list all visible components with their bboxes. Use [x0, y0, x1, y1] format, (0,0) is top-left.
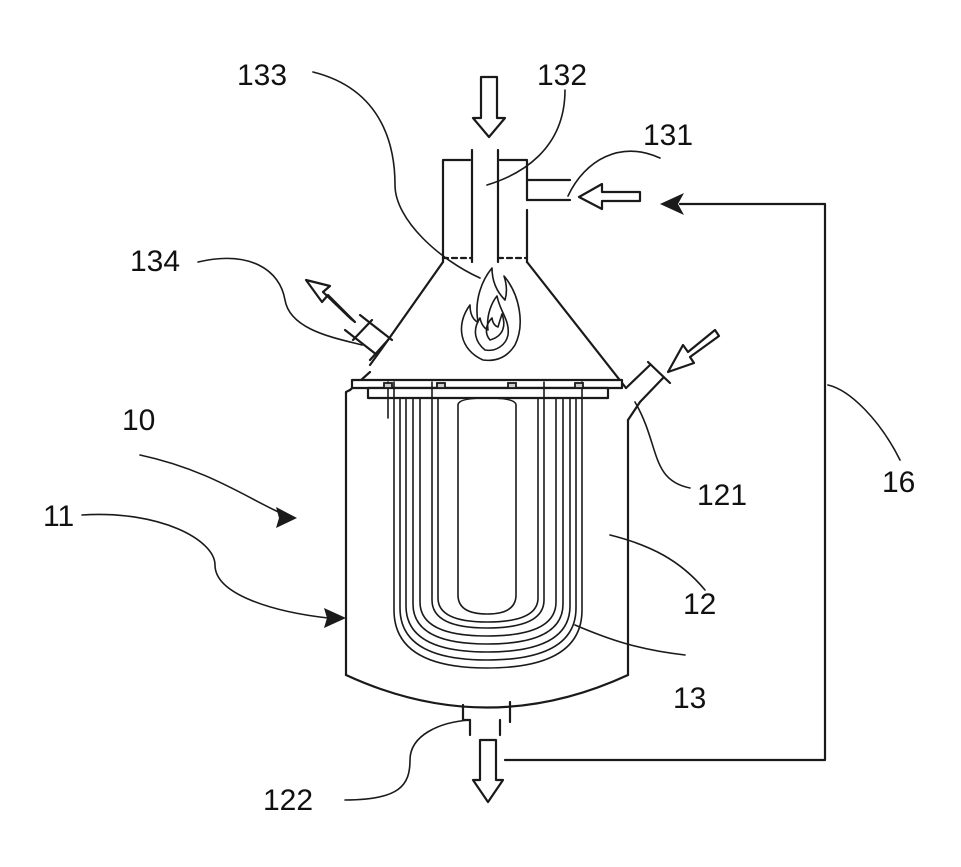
leader-11	[82, 514, 328, 618]
arrowhead-11	[324, 608, 346, 628]
label-134: 134	[130, 245, 180, 278]
leader-10	[140, 455, 285, 515]
inlet-arrow-121	[668, 330, 719, 372]
leader-131	[568, 151, 660, 196]
top-inlet-arrow	[473, 77, 505, 137]
flame-icon	[461, 268, 520, 360]
label-10: 10	[122, 404, 155, 437]
leader-16	[828, 385, 900, 460]
outlet-arrow-134	[306, 280, 355, 322]
leader-122	[345, 720, 470, 800]
side-inlet-arrow	[579, 184, 640, 209]
leader-121	[635, 402, 690, 488]
label-13: 13	[673, 682, 706, 715]
burner-nozzle	[443, 150, 570, 262]
leader-12	[610, 535, 705, 590]
label-11: 11	[43, 500, 74, 533]
bottom-outlet-arrow	[473, 740, 503, 802]
label-131: 131	[643, 119, 693, 152]
label-12: 12	[683, 588, 716, 621]
label-122: 122	[263, 784, 313, 817]
label-121: 121	[697, 479, 747, 512]
arrowhead-10	[276, 507, 297, 528]
leader-134	[198, 258, 362, 345]
recycle-line	[505, 204, 825, 760]
label-133: 133	[237, 59, 287, 92]
outlet-nozzle-134	[345, 315, 392, 360]
inlet-nozzle-121	[626, 352, 670, 402]
label-132: 132	[537, 59, 587, 92]
label-16: 16	[882, 466, 915, 499]
leader-lines	[82, 72, 900, 800]
vessel-body	[346, 380, 640, 735]
leader-133	[313, 72, 480, 278]
leader-13	[575, 625, 685, 655]
tube-bundle	[384, 382, 583, 668]
